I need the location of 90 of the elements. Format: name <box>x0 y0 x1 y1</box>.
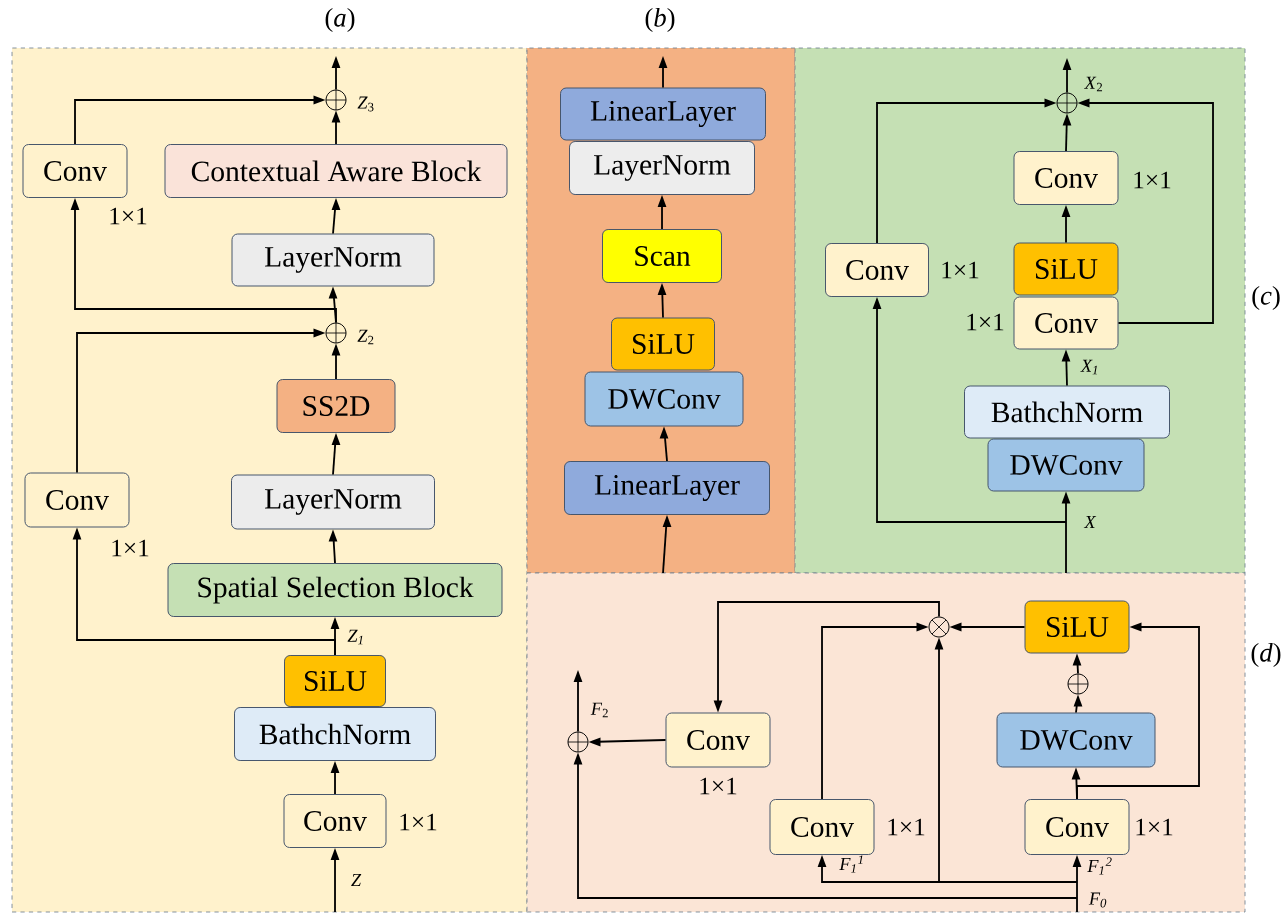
arrow <box>1061 491 1071 574</box>
layer-box: SiLU <box>611 317 715 371</box>
arrow <box>1072 855 1082 913</box>
variable-label: Z$_{2}$ <box>357 329 374 345</box>
layer-box: SiLU <box>1013 242 1119 296</box>
conv-box: Conv <box>24 472 130 528</box>
arrow <box>1077 98 1214 324</box>
kernel-size-label: 1×1 <box>112 539 149 557</box>
layer-box: LayerNorm <box>231 474 435 530</box>
arrow <box>70 198 337 324</box>
edge-label: X <box>1083 516 1097 528</box>
layer-box: DWConv <box>584 371 744 427</box>
kernel-size-label: 1×1 <box>700 777 737 795</box>
conv-box: Conv <box>1013 151 1119 205</box>
edge-label: Z$_{1}$ <box>347 629 363 645</box>
arrow <box>949 622 1026 632</box>
conv-box: Conv <box>769 799 875 855</box>
panel-label: (a) <box>325 7 355 33</box>
arrow <box>821 622 929 800</box>
arrow <box>657 195 667 230</box>
variable-label: Z$_{3}$ <box>357 96 374 112</box>
layer-box: LinearLayer <box>564 461 770 515</box>
kernel-size-label: 1×1 <box>888 818 925 836</box>
arrow <box>657 283 667 319</box>
arrow <box>328 529 338 564</box>
kernel-size-label: 1×1 <box>942 261 979 279</box>
kernel-size-label: 1×1 <box>967 313 1004 331</box>
arrow <box>713 601 940 713</box>
block-box: Spatial Selection Block <box>167 563 503 617</box>
arrow <box>934 637 944 883</box>
kernel-size-label: 1×1 <box>1134 171 1171 189</box>
arrow <box>588 737 667 747</box>
arrow <box>331 343 341 380</box>
arrow <box>331 110 341 145</box>
panel-label: (d) <box>1251 642 1281 668</box>
arrow <box>72 527 336 656</box>
layer-box: SiLU <box>1024 600 1130 654</box>
arrow <box>1062 113 1072 152</box>
arrow <box>1062 58 1072 94</box>
arrow <box>1061 205 1071 244</box>
arrow <box>1072 653 1082 675</box>
kernel-size-label: 1×1 <box>400 813 437 831</box>
block-box: Contextual Aware Block <box>164 144 508 198</box>
arrow <box>74 95 326 145</box>
layer-box: LayerNorm <box>231 233 435 287</box>
variable-label: F$_{2}$ <box>590 702 608 718</box>
arrow <box>662 515 672 574</box>
panel-label: (b) <box>645 7 675 33</box>
conv-box: Conv <box>825 243 929 297</box>
arrow <box>330 848 340 913</box>
arrow <box>817 855 1078 883</box>
arrow <box>573 670 583 733</box>
sum-circle <box>1067 673 1089 695</box>
arrow <box>331 56 341 91</box>
edge-label: Z <box>351 874 362 886</box>
conv-box: Conv <box>1024 799 1130 855</box>
conv-box: Conv <box>1013 296 1119 350</box>
kernel-size-label: 1×1 <box>110 207 147 225</box>
layer-box: SS2D <box>276 379 396 433</box>
arrow <box>658 56 668 89</box>
arrow <box>76 328 326 474</box>
layer-box: DWConv <box>987 438 1145 492</box>
arrow <box>872 297 1067 523</box>
arrow <box>573 752 1078 899</box>
layer-box: BathchNorm <box>964 385 1170 439</box>
layer-box: LayerNorm <box>569 141 755 195</box>
multiply-circle <box>928 616 950 638</box>
layer-box: DWConv <box>996 712 1156 768</box>
arrow <box>330 761 340 795</box>
edge-label: X$_{1}$ <box>1080 359 1098 375</box>
edge-label: F$_{0}$ <box>1088 892 1107 908</box>
edge-label: F$_{1}$2 <box>1087 857 1112 875</box>
layer-box: BathchNorm <box>234 707 436 761</box>
layer-box: SiLU <box>284 655 386 707</box>
arrow <box>1076 622 1200 800</box>
conv-box: Conv <box>22 144 128 198</box>
arrow <box>659 426 669 462</box>
kernel-size-label: 1×1 <box>1136 818 1173 836</box>
arrow <box>1073 694 1083 714</box>
arrow <box>1061 349 1071 387</box>
arrow <box>876 98 1057 244</box>
variable-label: X$_{2}$ <box>1083 76 1103 92</box>
conv-box: Conv <box>283 794 387 848</box>
conv-box: Conv <box>665 712 771 768</box>
layer-box: LinearLayer <box>560 87 766 141</box>
panel-label: (c) <box>1252 285 1280 311</box>
arrow <box>331 198 341 235</box>
edge-label: F$_{1}$1 <box>839 855 863 873</box>
layer-box: Scan <box>602 229 722 283</box>
arrow <box>331 433 341 476</box>
